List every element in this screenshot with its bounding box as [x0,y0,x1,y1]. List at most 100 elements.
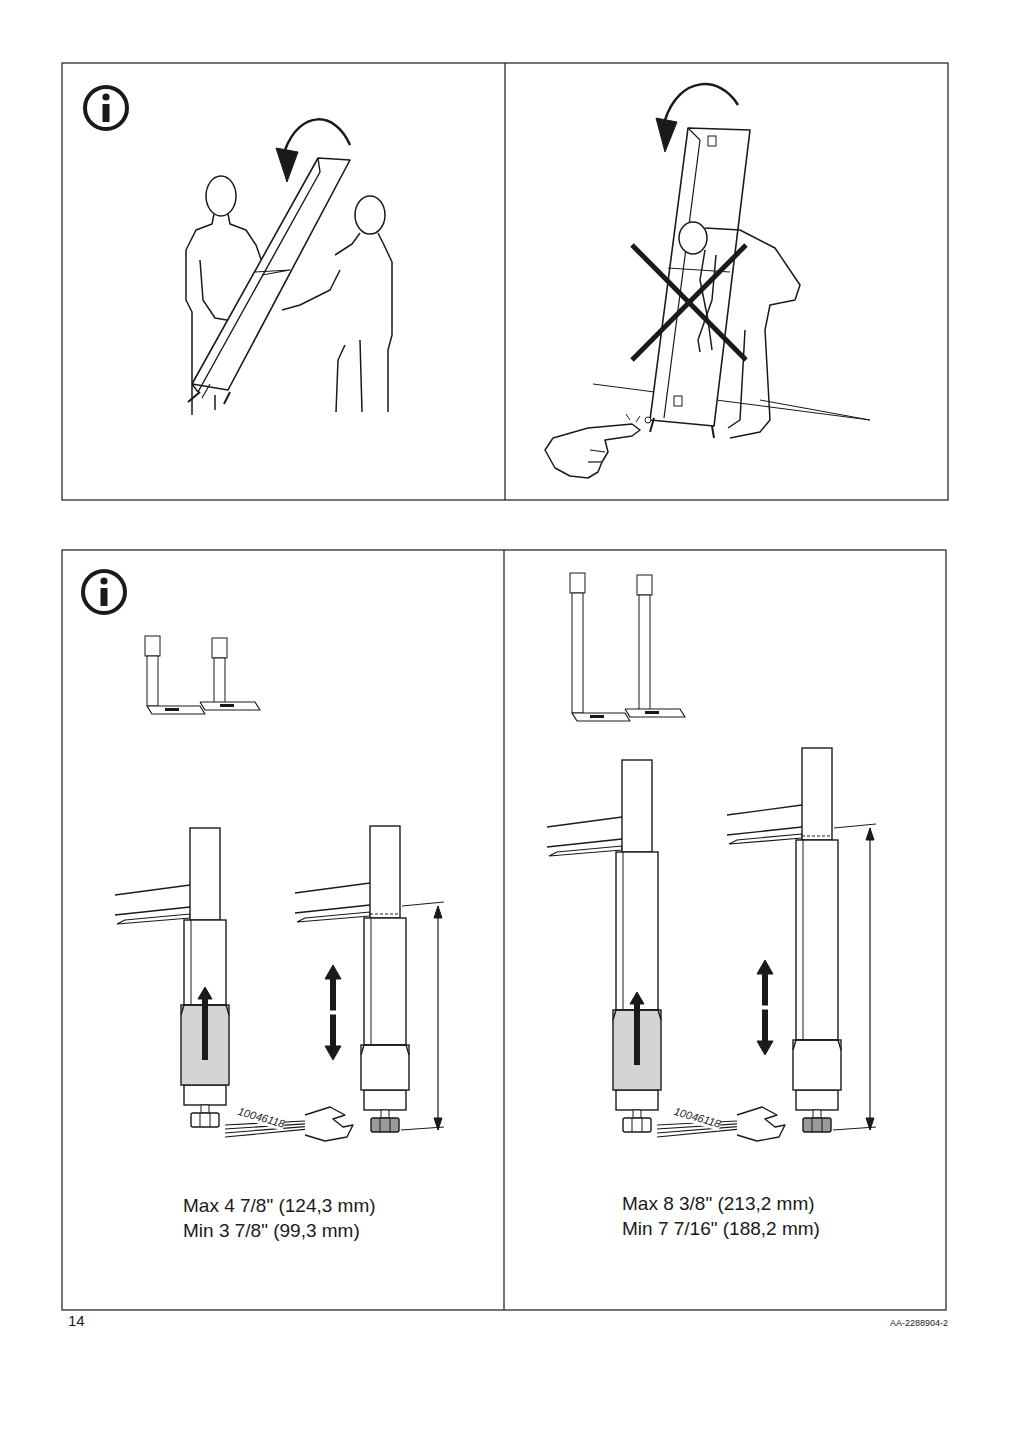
line-art [225,1127,305,1133]
line-art [504,63,505,500]
line-art [545,438,555,468]
line-art [760,400,870,420]
adjustable-leg [115,828,229,1127]
line-art [656,118,677,152]
line-art [370,914,400,915]
line-art [737,1107,785,1141]
info-icon [85,87,127,129]
line-art [390,1118,391,1132]
line-art [434,906,442,918]
line-art [295,905,370,913]
line-art [210,1113,211,1127]
line-art [200,702,260,710]
line-art [434,1118,442,1130]
line-art [664,128,700,418]
line-art [588,461,602,462]
line-art [547,817,622,827]
line-art [200,1113,201,1127]
line-art [192,158,320,392]
line-art [833,1127,876,1130]
line-art [757,1041,773,1055]
line-art [503,550,504,1310]
line-art [632,245,746,360]
line-art [198,987,212,999]
page-note: AA-2288904-2 [890,1318,948,1329]
tilt-scene [545,84,870,478]
line-art [214,395,216,410]
line-art [192,158,350,390]
panels [62,63,948,1310]
line-art [626,414,630,420]
line-art [549,846,622,856]
line-art [255,270,290,275]
line-art [191,920,192,1005]
line-art [632,245,746,360]
dimension-label: Max 8 3/8" (213,2 mm) [622,1193,815,1216]
line-art [282,270,340,310]
line-art [727,805,802,815]
line-art [380,1118,381,1132]
carry-scene [186,119,392,415]
line-art [115,885,190,895]
line-art [572,713,630,721]
adjustable-leg [225,826,444,1141]
line-art [325,1046,341,1060]
line-art [115,907,190,915]
line-art [276,148,298,182]
line-art [437,906,438,1130]
line-art [371,918,372,1045]
line-art [698,255,716,352]
line-art [636,416,640,422]
line-art [657,1127,737,1133]
line-art [712,426,714,438]
line-art [297,912,370,922]
line-art [305,1107,353,1141]
info-icon [83,571,125,613]
line-art [700,250,712,350]
line-art [757,960,773,974]
line-art [295,883,370,893]
line-art [336,345,345,412]
dimension-label: Max 4 7/8" (124,3 mm) [183,1195,376,1218]
line-art [325,965,341,979]
line-art [834,824,876,828]
line-art [547,839,622,847]
line-art [553,424,640,478]
leg-icon [145,636,260,714]
line-art [225,1129,305,1137]
line-art [812,1118,813,1132]
page-note: 14 [68,1312,85,1330]
line-art [630,992,644,1004]
line-art [623,852,624,1010]
line-art [202,384,210,398]
line-art [803,840,804,1040]
line-art [590,450,605,452]
line-art [625,709,685,717]
line-art [228,214,262,262]
line-art [727,827,802,835]
line-art [401,1127,444,1130]
line-art [869,828,870,1130]
line-art [802,836,832,837]
adjustable-leg [657,748,876,1141]
line-art [793,1040,841,1050]
line-art [657,1129,737,1137]
line-art [866,828,874,840]
line-art [402,902,444,906]
line-art [188,392,200,402]
line-art [729,834,802,844]
line-art [822,1118,823,1132]
line-art [866,1118,874,1130]
adjustable-leg [547,760,661,1132]
line-art [361,1045,409,1055]
line-art [147,706,205,714]
line-art [632,1118,633,1132]
line-art [593,384,870,420]
line-art [224,392,230,404]
line-art [360,340,362,412]
line-art [378,233,392,412]
line-art [642,1118,643,1132]
dimension-label: Min 7 7/16" (188,2 mm) [622,1218,820,1241]
line-art [335,233,360,255]
